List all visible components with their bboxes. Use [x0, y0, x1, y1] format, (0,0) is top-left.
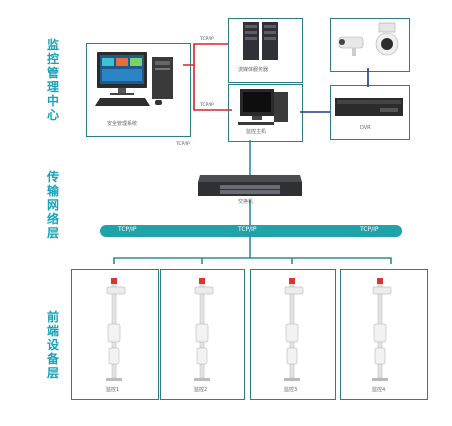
dome-camera-icon — [375, 22, 399, 56]
link-bus-poles — [113, 257, 392, 264]
security-system-caption: 安全管理系统 — [107, 121, 138, 127]
dvr-icon — [335, 98, 403, 116]
red-link-server — [183, 43, 228, 66]
switch-icon — [198, 175, 302, 196]
bus-label-left: TCP/IP — [118, 226, 137, 233]
red-link-label-top: TCP/IP — [200, 37, 214, 42]
pc-tower-icon — [152, 57, 173, 99]
camera-pole-4 — [372, 278, 392, 381]
left-tcp-label: TCP/IP — [176, 142, 190, 147]
pole-caption-2: 监控2 — [194, 387, 208, 393]
red-link-label-bottom: TCP/IP — [200, 103, 214, 108]
bullet-camera-icon — [338, 36, 364, 56]
server-icon — [243, 22, 278, 60]
workstation-icon — [238, 89, 288, 125]
server-caption: 流媒体服务器 — [238, 67, 269, 73]
camera-pole-3 — [284, 278, 304, 381]
monitor-icon — [97, 52, 147, 95]
section-label-management: 监控管理中心 — [47, 38, 61, 122]
bus-label-right: TCP/IP — [360, 226, 379, 233]
switch-caption: 交换机 — [238, 199, 254, 205]
dvr-caption: DVR — [360, 125, 371, 131]
workstation-caption: 监控主机 — [246, 129, 267, 135]
pole-caption-1: 监控1 — [106, 387, 120, 393]
pole-caption-3: 监控3 — [284, 387, 298, 393]
camera-pole-2 — [194, 278, 214, 381]
section-label-frontend: 前端设备层 — [47, 310, 61, 380]
bus-label-mid: TCP/IP — [238, 226, 257, 233]
section-label-network: 传输网络层 — [47, 170, 61, 240]
network-bus: TCP/IP TCP/IP TCP/IP — [100, 225, 402, 237]
keyboard-icon — [95, 98, 162, 106]
camera-pole-1 — [106, 278, 126, 381]
red-link-workstation — [193, 65, 232, 111]
pole-caption-4: 监控4 — [372, 387, 386, 393]
